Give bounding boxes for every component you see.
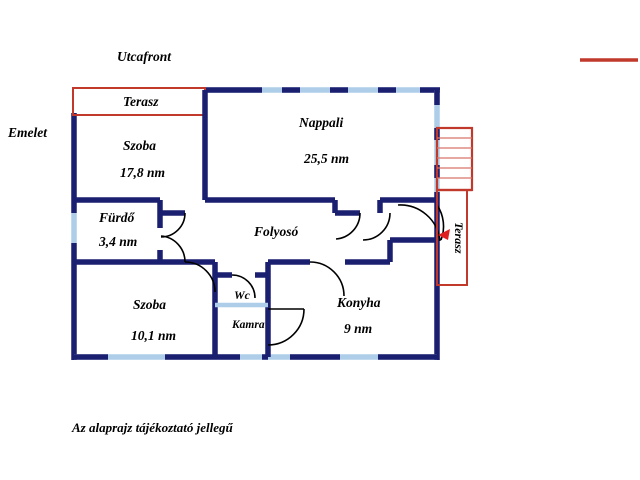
wall-corridor-bottom	[74, 237, 437, 278]
staircase	[435, 126, 474, 192]
room-label-kamra: Kamra	[231, 319, 265, 331]
door-kamra	[267, 308, 305, 346]
door-nappali	[335, 212, 361, 240]
room-label-furdo: Fürdő	[98, 210, 136, 225]
room-area-szoba-1: 17,8 nm	[120, 165, 165, 180]
room-area-nappali: 25,5 nm	[303, 151, 349, 166]
wall-corridor-top	[74, 197, 437, 216]
room-label-folyoso: Folyosó	[253, 224, 299, 239]
room-label-szoba-1: Szoba	[123, 138, 156, 153]
room-label-terasz-right: Terasz	[452, 222, 466, 254]
annotation-caption: Az alaprajz tájékoztató jellegű	[71, 420, 233, 435]
door-wc	[231, 274, 256, 299]
room-area-szoba-2: 10,1 nm	[131, 328, 176, 343]
room-label-terasz-top: Terasz	[123, 94, 159, 109]
door-konyha-corridor	[362, 212, 391, 241]
door-konyha	[309, 261, 345, 297]
room-label-nappali: Nappali	[298, 115, 344, 130]
room-label-konyha: Konyha	[336, 295, 381, 310]
door-terrace-entry	[397, 204, 445, 242]
room-label-szoba-2: Szoba	[133, 297, 166, 312]
entry-arrow-icon	[438, 229, 450, 240]
annotation-emelet: Emelet	[7, 125, 48, 140]
door-szoba2	[184, 261, 216, 293]
door-furdo	[160, 212, 186, 263]
room-label-wc: Wc	[234, 288, 251, 302]
annotation-utcafront: Utcafront	[117, 49, 172, 64]
room-area-furdo: 3,4 nm	[98, 234, 137, 249]
room-area-konyha: 9 nm	[344, 321, 372, 336]
